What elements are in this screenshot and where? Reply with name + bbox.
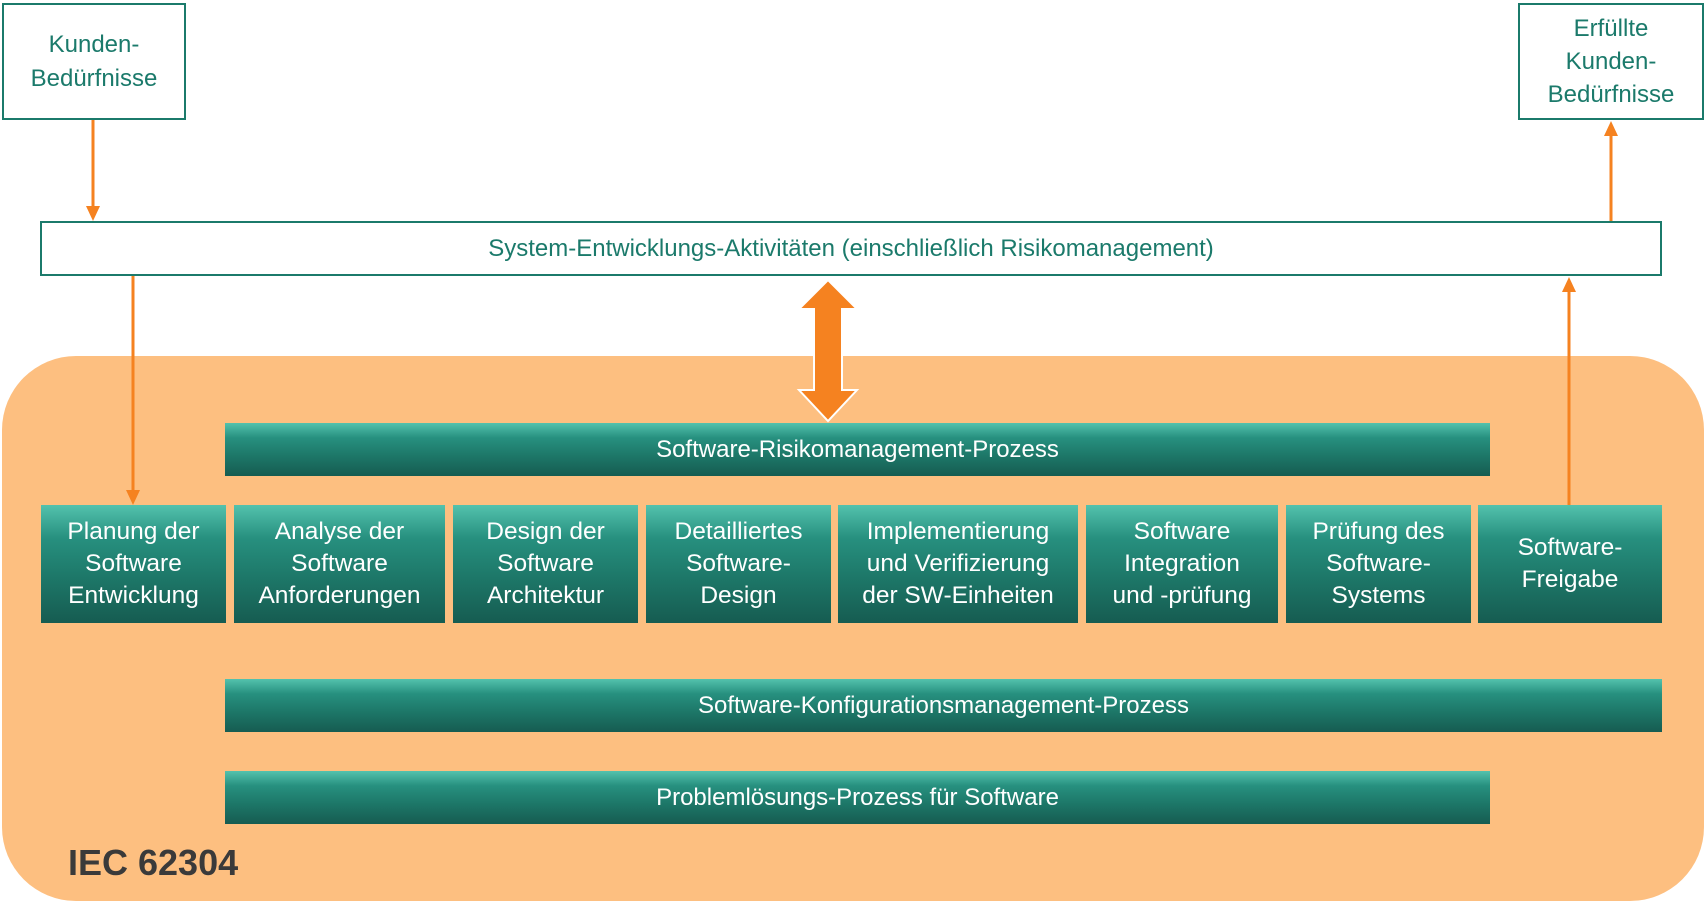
risk-management-process-bar: Software-Risikomanagement-Prozess — [225, 423, 1490, 476]
risk-management-process-label: Software-Risikomanagement-Prozess — [656, 435, 1059, 463]
process-step-system-testing: Prüfung des Software- Systems — [1286, 505, 1471, 623]
system-development-box: System-Entwicklungs-Aktivitäten (einschl… — [40, 221, 1662, 276]
process-step-label: Software- Freigabe — [1517, 533, 1623, 593]
process-step-label: Software Integration und -prüfung — [1112, 517, 1252, 610]
process-step-label: Implementierung und Verifizierung der SW… — [862, 517, 1054, 610]
problem-resolution-process-bar: Problemlösungs-Prozess für Software — [225, 771, 1490, 824]
process-step-architecture-design: Design der Software Architektur — [453, 505, 638, 623]
process-step-integration: Software Integration und -prüfung — [1086, 505, 1278, 623]
process-step-release: Software- Freigabe — [1478, 505, 1662, 623]
process-step-label: Analyse der Software Anforderungen — [258, 517, 421, 610]
arrow-needs-to-system — [86, 120, 100, 221]
double-arrow-system-risk — [796, 278, 860, 423]
process-step-label: Planung der Software Entwicklung — [67, 517, 200, 610]
fulfilled-needs-box: Erfüllte Kunden- Bedürfnisse — [1518, 3, 1704, 120]
process-step-implementation: Implementierung und Verifizierung der SW… — [838, 505, 1078, 623]
process-step-planning: Planung der Software Entwicklung — [41, 505, 226, 623]
configuration-management-process-label: Software-Konfigurationsmanagement-Prozes… — [698, 691, 1189, 719]
problem-resolution-process-label: Problemlösungs-Prozess für Software — [656, 783, 1059, 811]
system-development-label: System-Entwicklungs-Aktivitäten (einschl… — [488, 234, 1214, 262]
process-step-label: Design der Software Architektur — [486, 517, 605, 610]
process-step-label: Prüfung des Software- Systems — [1312, 517, 1445, 610]
arrow-release-to-system — [1562, 277, 1576, 505]
arrow-system-to-planning — [126, 276, 140, 505]
customer-needs-box: Kunden- Bedürfnisse — [2, 3, 186, 120]
process-step-requirements-analysis: Analyse der Software Anforderungen — [234, 505, 445, 623]
customer-needs-label: Kunden- Bedürfnisse — [30, 31, 158, 92]
process-step-detailed-design: Detailliertes Software- Design — [646, 505, 831, 623]
configuration-management-process-bar: Software-Konfigurationsmanagement-Prozes… — [225, 679, 1662, 732]
fulfilled-needs-label: Erfüllte Kunden- Bedürfnisse — [1547, 14, 1675, 109]
arrow-system-to-fulfilled-needs — [1604, 121, 1618, 221]
standard-label: IEC 62304 — [68, 842, 239, 883]
process-step-label: Detailliertes Software- Design — [674, 517, 803, 610]
